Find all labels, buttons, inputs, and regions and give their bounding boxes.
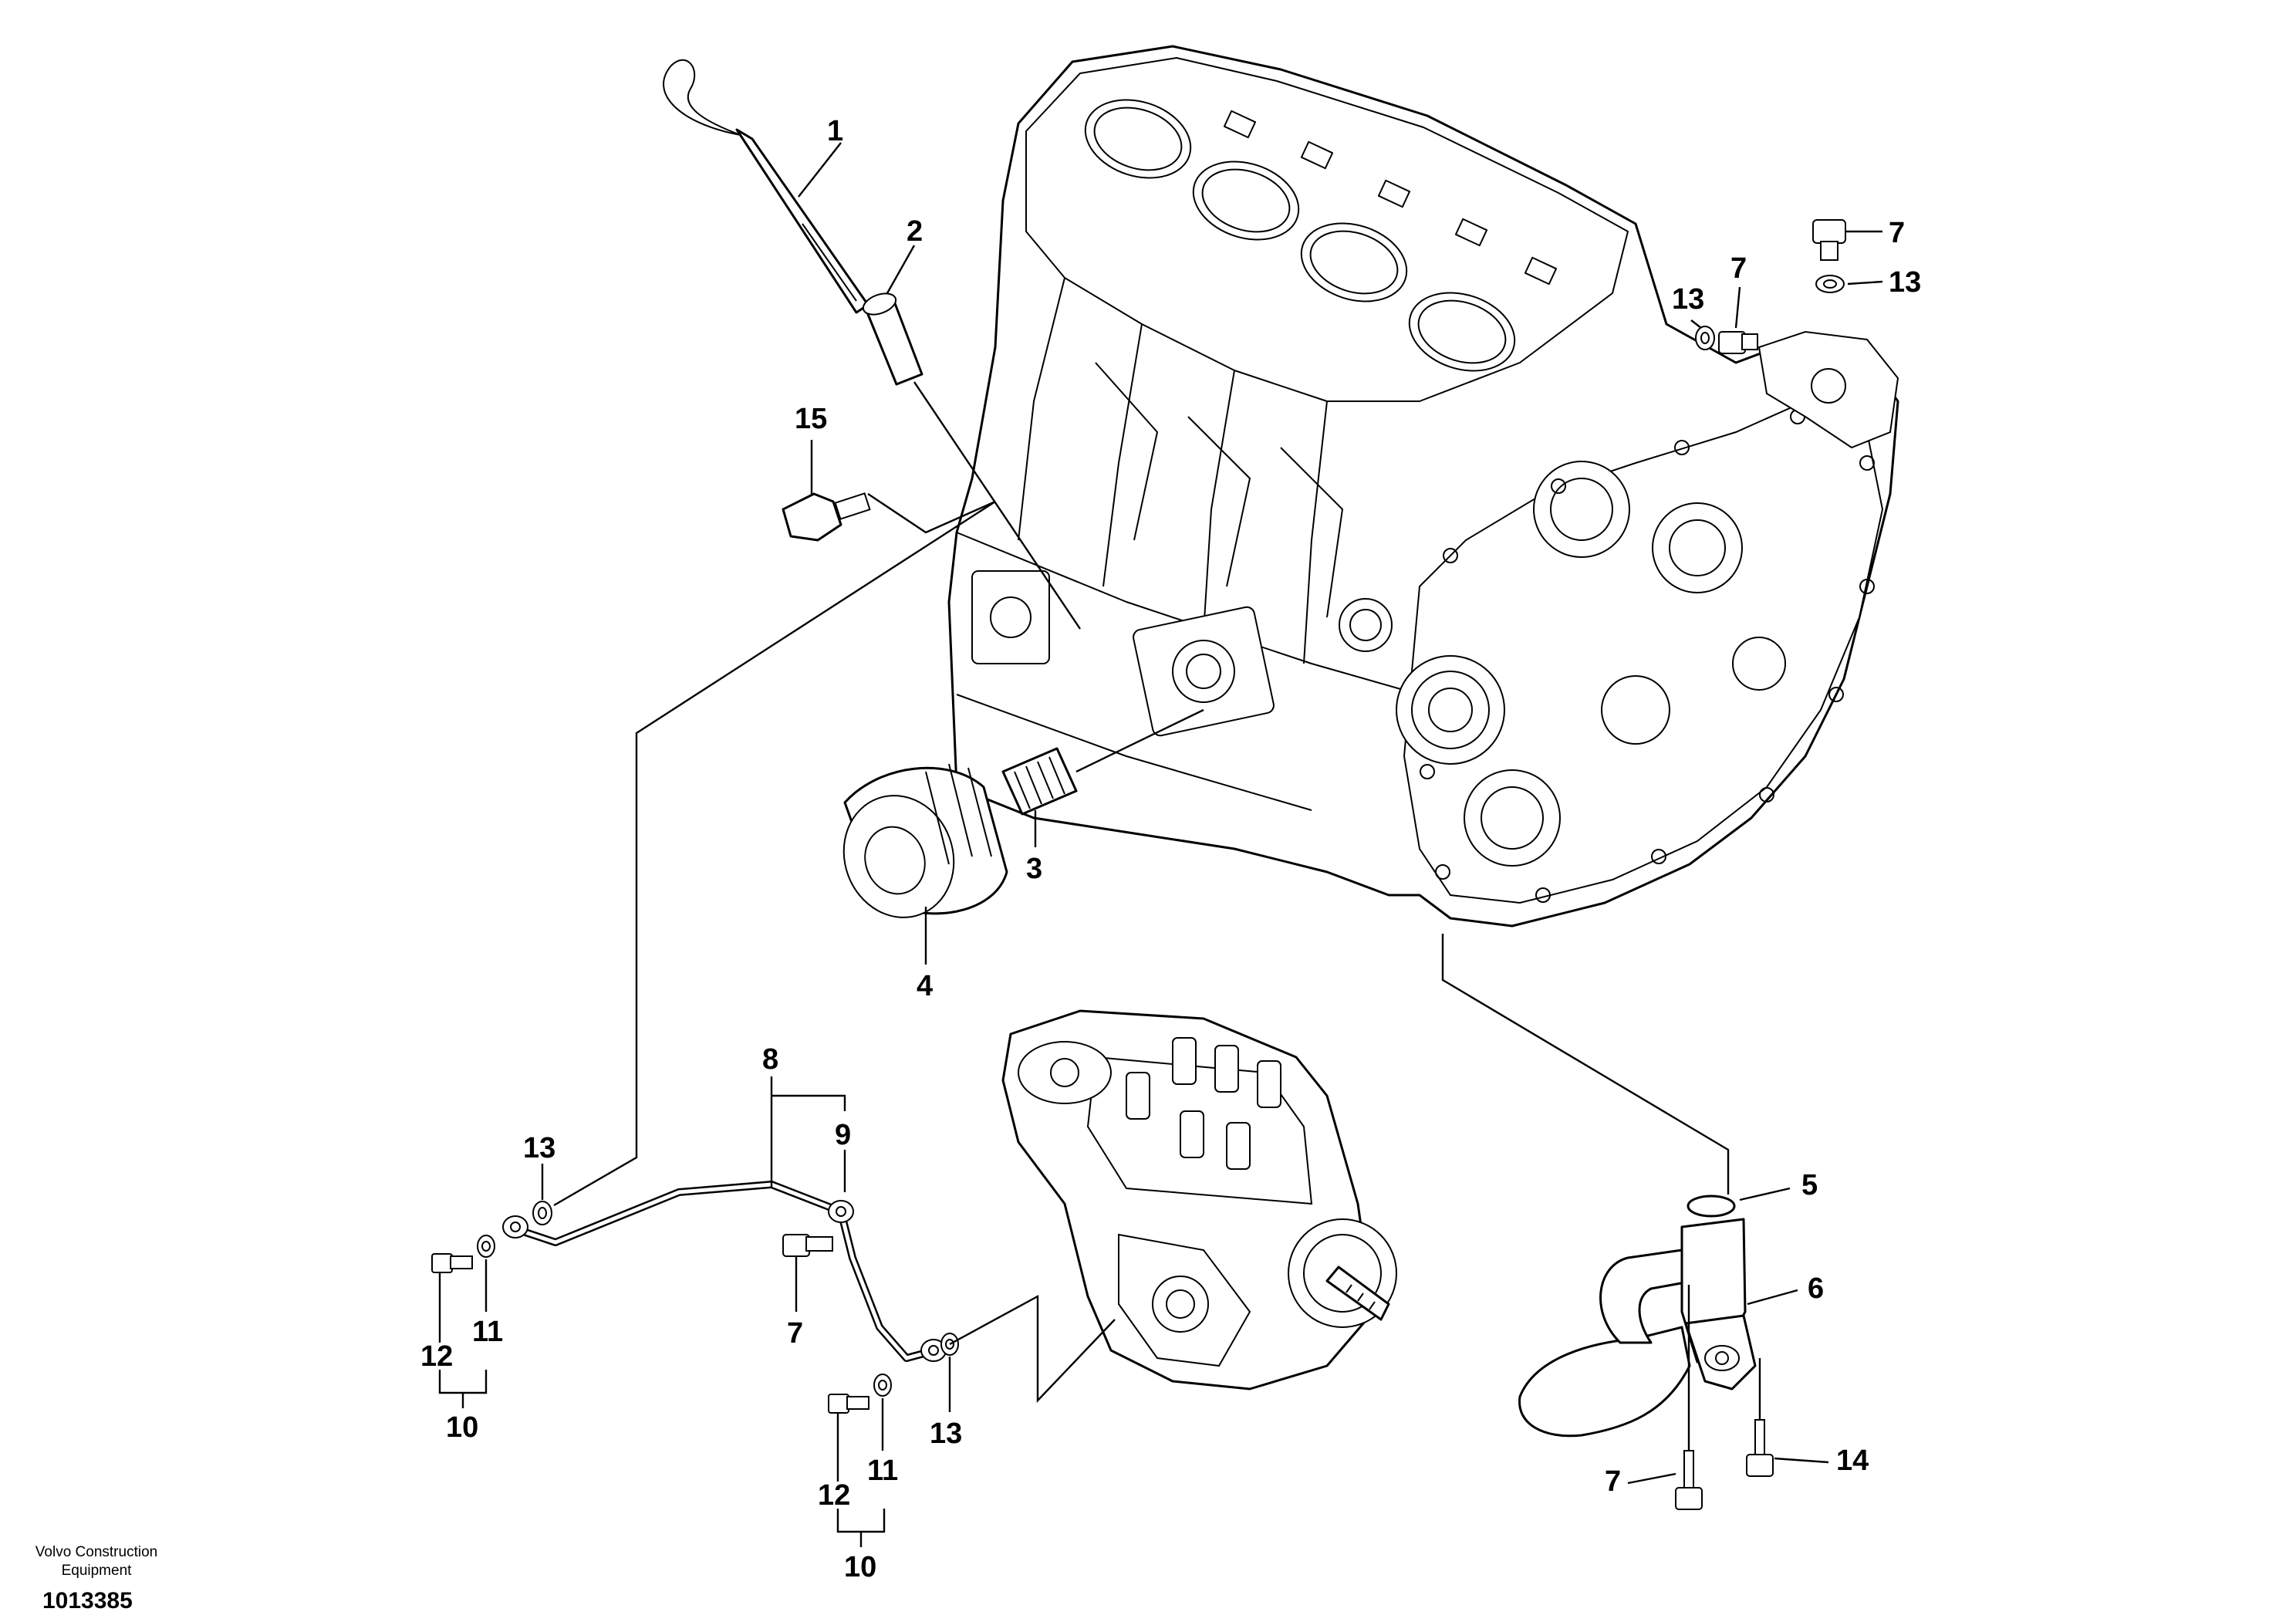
callout-11-bottom: 11 <box>867 1455 898 1487</box>
washer-11-left <box>477 1235 495 1258</box>
callout-11-left: 11 <box>472 1316 503 1348</box>
callout-5: 5 <box>1801 1169 1818 1201</box>
callout-13-upper: 13 <box>1672 283 1704 316</box>
callout-1: 1 <box>827 115 843 147</box>
callout-10-bottom: 10 <box>844 1551 876 1583</box>
callout-13-top-right: 13 <box>1889 266 1921 299</box>
brand-caption: Volvo Construction Equipment <box>15 1543 177 1580</box>
callout-13-pipe-left: 13 <box>523 1132 555 1164</box>
bolt-12-left <box>431 1253 473 1273</box>
callout-6: 6 <box>1808 1272 1824 1305</box>
bolt-14 <box>1746 1419 1774 1477</box>
leader-lines <box>438 142 1883 1547</box>
bolt-7-pipe <box>782 1234 833 1257</box>
oil-pressure-switch <box>782 492 871 542</box>
callout-labels: 1 2 15 3 4 8 9 13 11 12 10 7 13 11 12 10… <box>420 115 1921 1583</box>
callout-3: 3 <box>1026 853 1042 885</box>
document-id: 1013385 <box>42 1588 133 1614</box>
washer-13-top-right <box>1815 275 1845 293</box>
callout-2: 2 <box>907 215 923 248</box>
dipstick-guide <box>862 292 923 386</box>
callout-12-bottom: 12 <box>818 1479 850 1512</box>
callout-13-pipe-right: 13 <box>930 1418 962 1450</box>
o-ring <box>1687 1195 1736 1218</box>
oil-filter-nipple <box>1001 747 1078 816</box>
dipstick <box>663 59 869 314</box>
callout-15: 15 <box>795 403 827 435</box>
fuel-injection-pump <box>1001 1009 1397 1391</box>
bolt-7-top-right <box>1812 219 1846 261</box>
brand-line-2: Equipment <box>61 1563 132 1579</box>
brand-line-1: Volvo Construction <box>35 1544 158 1560</box>
callout-7-upper: 7 <box>1730 252 1747 285</box>
callout-4: 4 <box>917 970 933 1002</box>
oil-filter <box>842 763 1008 918</box>
oil-strainer <box>1518 1218 1757 1438</box>
callout-7-bottom: 7 <box>1605 1465 1621 1498</box>
bolt-12-bottom <box>828 1394 869 1414</box>
callout-7-top-right: 7 <box>1889 217 1905 249</box>
callout-8: 8 <box>762 1043 778 1076</box>
callout-9: 9 <box>835 1119 851 1151</box>
callout-10-left: 10 <box>446 1411 478 1444</box>
callout-14: 14 <box>1836 1445 1869 1477</box>
bolt-7-upper <box>1718 331 1758 354</box>
bolt-7-bottom <box>1675 1450 1703 1510</box>
washer-13-pipe-left <box>532 1201 552 1225</box>
oil-pipe <box>502 1181 947 1362</box>
engine-block <box>947 45 1899 928</box>
callout-7-pipe: 7 <box>787 1317 803 1350</box>
washer-13-upper <box>1695 326 1715 350</box>
callout-12-left: 12 <box>420 1340 453 1373</box>
washer-11-bottom <box>873 1374 892 1397</box>
